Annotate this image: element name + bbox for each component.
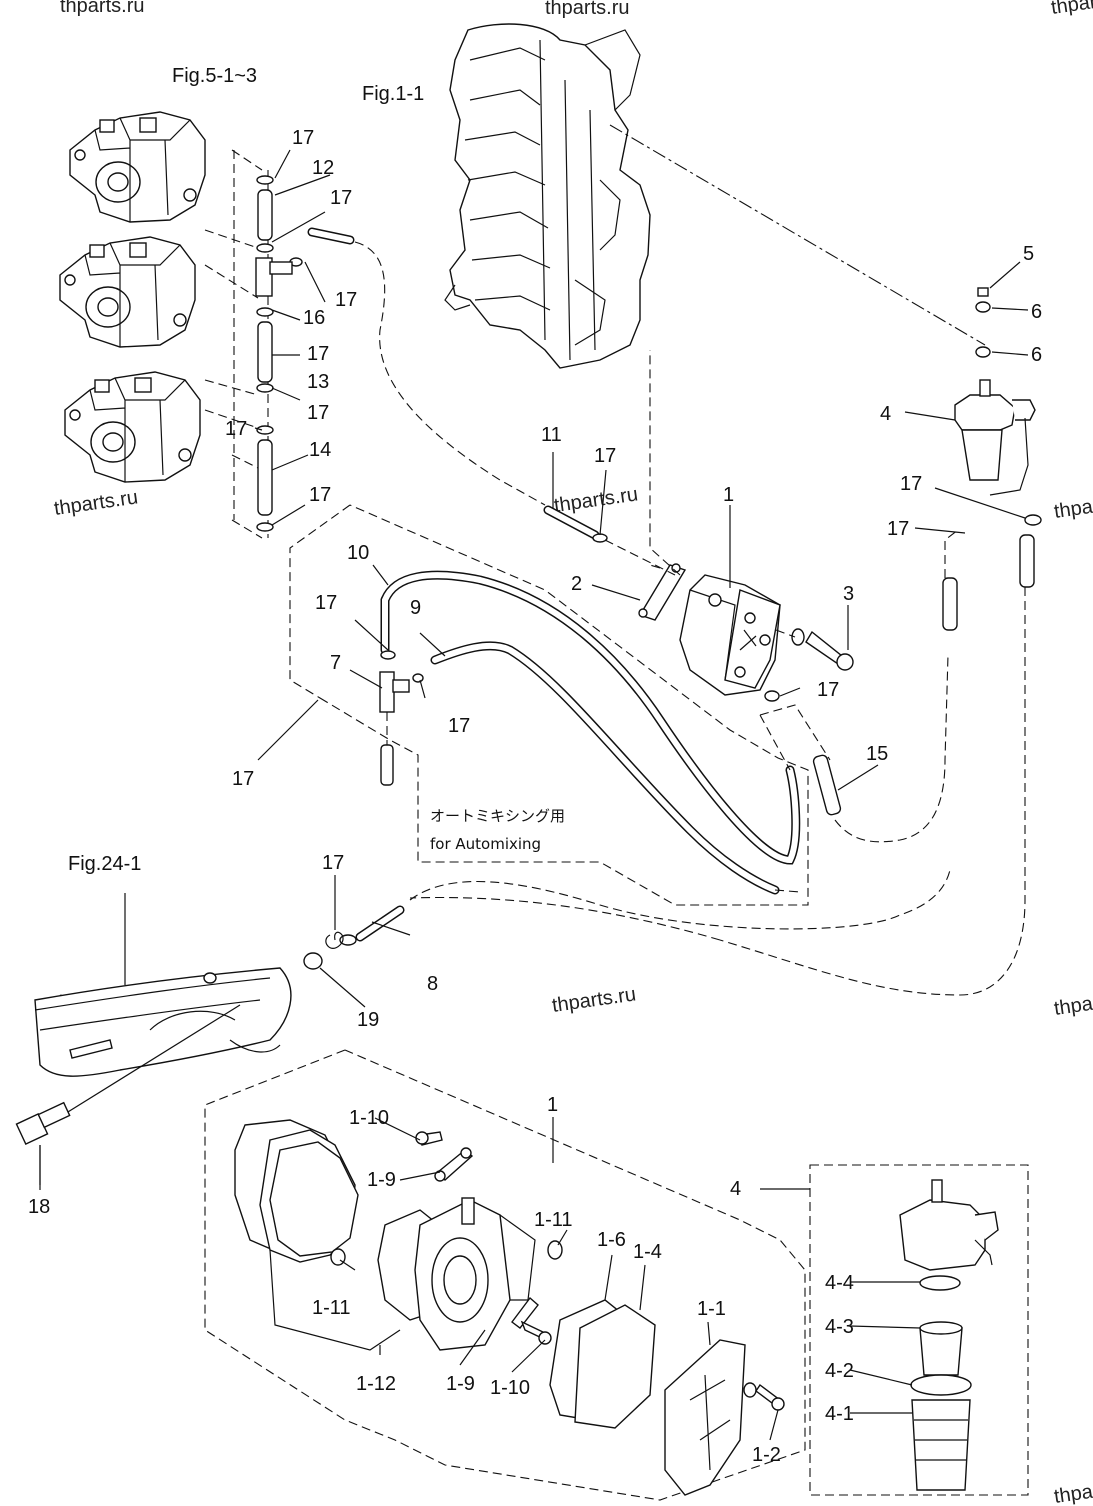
callout-label: 17	[307, 343, 329, 365]
callout-label: 4	[880, 403, 891, 425]
callout-label: 1-11	[312, 1297, 351, 1319]
joint-7	[379, 650, 424, 786]
hose-14	[257, 439, 273, 516]
main-routing	[409, 869, 951, 941]
callout-label: 1-10	[490, 1377, 530, 1399]
callout-label: 19	[357, 1009, 379, 1031]
callout-label: 4-1	[825, 1403, 854, 1425]
carb-hoses	[255, 175, 546, 532]
callout-label: 11	[541, 424, 562, 446]
callout-label: 17	[292, 127, 314, 149]
callout-label: 1	[547, 1094, 558, 1116]
automixing-note-jp: オートミキシング用	[430, 807, 565, 825]
bolt-3	[791, 628, 854, 671]
callout-label: 17	[594, 445, 616, 467]
watermark: thparts.ru	[553, 483, 640, 517]
hose-15	[759, 529, 959, 843]
callout-label: 17	[448, 715, 470, 737]
callout-label: 14	[309, 439, 331, 461]
watermark: thpa	[1053, 993, 1093, 1020]
connector-18	[15, 1101, 71, 1185]
callout-label: 17	[322, 852, 344, 874]
carburetor-1	[69, 111, 206, 223]
figure-ref-carburetor: Fig.5-1~3	[172, 65, 257, 87]
watermark: thparts	[1050, 0, 1093, 19]
carburetor-2	[59, 236, 196, 348]
callout-label: 4-3	[825, 1316, 854, 1338]
callout-label: 6	[1031, 344, 1042, 366]
callout-label: 1-6	[597, 1229, 626, 1251]
callout-label: 1-11	[534, 1209, 573, 1231]
callout-label: 5	[1023, 243, 1034, 265]
carburetors	[59, 111, 206, 483]
callout-label: 1	[723, 484, 734, 506]
callout-label: 18	[28, 1196, 50, 1218]
callout-label: 6	[1031, 301, 1042, 323]
callout-label: 17	[307, 402, 329, 424]
exploded-pump-box	[204, 1049, 806, 1501]
hose-13	[257, 321, 273, 383]
watermark: thparts.ru	[551, 983, 638, 1017]
figure-ref-cowling: Fig.24-1	[68, 853, 141, 875]
callout-label: 1-9	[446, 1373, 475, 1395]
inlet-parts	[303, 905, 405, 970]
callout-labels: 17 12 17 17 16 17 13 17 17 14 17 11 17 1…	[28, 127, 1042, 1466]
callout-label: 17	[335, 289, 357, 311]
callout-label: 7	[330, 652, 341, 674]
callout-label: 12	[312, 157, 334, 179]
leader-lines	[39, 149, 1029, 1441]
callout-label: 16	[303, 307, 325, 329]
callout-label: 17	[315, 592, 337, 614]
callout-label: 1-12	[356, 1373, 396, 1395]
callout-label: 4-4	[825, 1272, 854, 1294]
callout-label: 17	[887, 518, 909, 540]
callout-label: 1-1	[697, 1298, 726, 1320]
lower-cowling	[34, 967, 292, 1121]
automixing-note-en: for Automixing	[430, 835, 541, 853]
carburetor-3	[64, 371, 201, 483]
exploded-pump-parts	[234, 1119, 785, 1496]
watermark: thparts.ru	[53, 486, 140, 520]
figure-refs: Fig.5-1~3 Fig.1-1 Fig.24-1	[68, 65, 424, 875]
figure-ref-powerhead: Fig.1-1	[362, 83, 424, 105]
hoses-9-10	[380, 570, 801, 895]
exploded-filter-parts	[899, 1179, 999, 1491]
fuel-pump-assembly-main	[638, 350, 854, 702]
callout-label: 17	[817, 679, 839, 701]
exploded-filter-box	[809, 1164, 1029, 1496]
callout-label: 1-10	[349, 1107, 389, 1129]
watermark: thpa	[1053, 1481, 1093, 1506]
callout-label: 15	[866, 743, 888, 765]
callout-label: 1-9	[367, 1169, 396, 1191]
callout-label: 1-2	[752, 1444, 781, 1466]
callout-label: 17	[309, 484, 331, 506]
watermark: thpa	[1053, 496, 1093, 523]
watermark: thparts.ru	[60, 0, 144, 17]
callout-label: 10	[347, 542, 369, 564]
powerhead-outline	[444, 23, 651, 369]
watermark: thparts.ru	[545, 0, 629, 19]
callout-label: 17	[232, 768, 254, 790]
fuel-filter-4	[609, 124, 1042, 996]
callout-label: 13	[307, 371, 329, 393]
callout-label: 17	[330, 187, 352, 209]
automixing-box: オートミキシング用 for Automixing	[289, 504, 809, 906]
callout-label: 4	[730, 1178, 741, 1200]
hose-11	[543, 505, 676, 576]
callout-label: 9	[410, 597, 421, 619]
callout-label: 8	[427, 973, 438, 995]
callout-label: 17	[900, 473, 922, 495]
callout-label: 2	[571, 573, 582, 595]
callout-label: 17	[225, 418, 247, 440]
hose-12	[257, 189, 273, 241]
callout-label: 1-4	[633, 1241, 662, 1263]
callout-label: 4-2	[825, 1360, 854, 1382]
clamps	[256, 175, 303, 532]
joint-16	[255, 257, 293, 297]
bracket-2	[638, 564, 687, 621]
callout-label: 3	[843, 583, 854, 605]
